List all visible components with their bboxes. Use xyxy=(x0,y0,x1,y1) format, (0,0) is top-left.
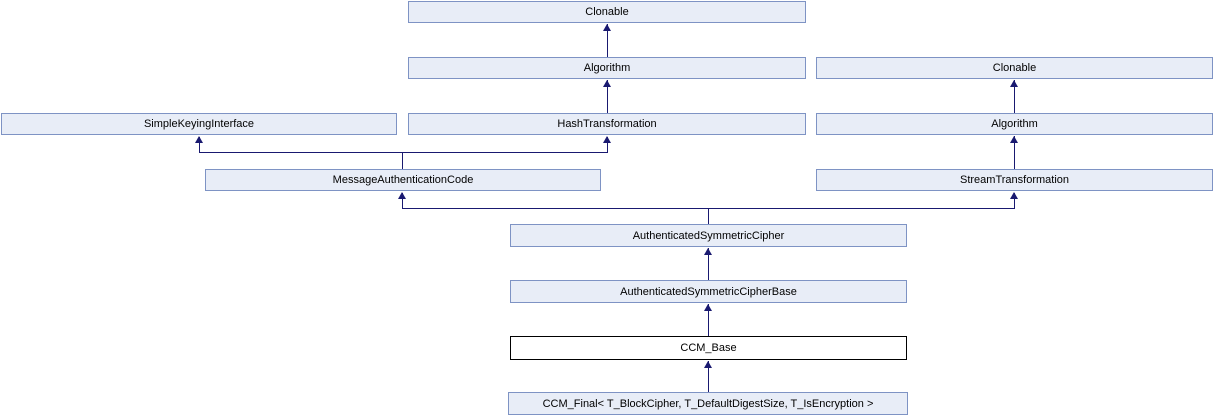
edge-line xyxy=(199,137,200,152)
edge-line xyxy=(607,24,608,57)
edge-line xyxy=(607,80,608,113)
edge-line xyxy=(402,193,403,208)
arrow-up-icon xyxy=(1010,80,1018,87)
class-node-authenticated-symmetric-cipher-base[interactable]: AuthenticatedSymmetricCipherBase xyxy=(510,280,907,303)
arrow-up-icon xyxy=(1010,192,1018,199)
class-node-ccm-base: CCM_Base xyxy=(510,336,907,360)
edge-line xyxy=(402,208,1015,209)
class-node-simple-keying-interface[interactable]: SimpleKeyingInterface xyxy=(1,113,397,135)
edge-line xyxy=(708,248,709,280)
edge-line xyxy=(708,361,709,392)
edge-line xyxy=(1014,193,1015,208)
class-node-stream-transformation[interactable]: StreamTransformation xyxy=(816,169,1213,191)
class-node-hash-transformation[interactable]: HashTransformation xyxy=(408,113,806,135)
edge-line xyxy=(199,152,608,153)
arrow-up-icon xyxy=(1010,136,1018,143)
arrow-up-icon xyxy=(704,304,712,311)
edge-line xyxy=(402,153,403,169)
arrow-up-icon xyxy=(603,24,611,31)
arrow-up-icon xyxy=(398,192,406,199)
edge-line xyxy=(607,137,608,152)
class-node-ccm-final[interactable]: CCM_Final< T_BlockCipher, T_DefaultDiges… xyxy=(508,392,908,415)
arrow-up-icon xyxy=(603,136,611,143)
class-node-clonable-right[interactable]: Clonable xyxy=(816,57,1213,79)
arrow-up-icon xyxy=(195,136,203,143)
class-node-algorithm-right[interactable]: Algorithm xyxy=(816,113,1213,135)
arrow-up-icon xyxy=(704,248,712,255)
arrow-up-icon xyxy=(603,80,611,87)
class-node-clonable-top[interactable]: Clonable xyxy=(408,1,806,23)
class-node-algorithm-center[interactable]: Algorithm xyxy=(408,57,806,79)
class-node-message-authentication-code[interactable]: MessageAuthenticationCode xyxy=(205,169,601,191)
edge-line xyxy=(1014,136,1015,169)
edge-line xyxy=(708,209,709,224)
edge-line xyxy=(708,304,709,336)
edge-line xyxy=(1014,80,1015,113)
class-node-authenticated-symmetric-cipher[interactable]: AuthenticatedSymmetricCipher xyxy=(510,224,907,247)
arrow-up-icon xyxy=(704,361,712,368)
